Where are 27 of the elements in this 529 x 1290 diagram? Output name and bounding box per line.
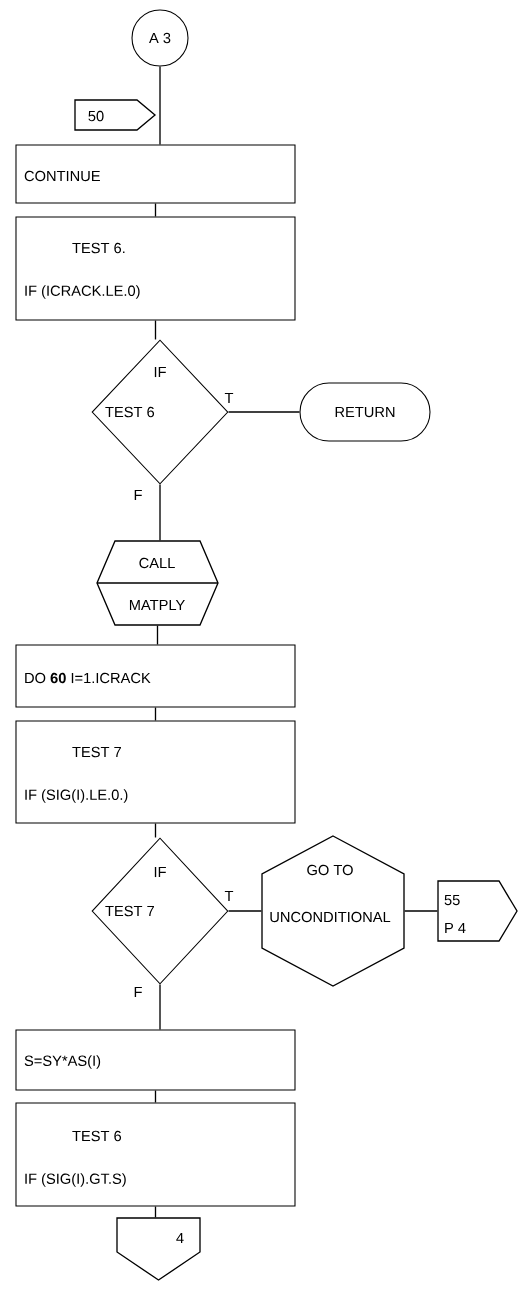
connector-line xyxy=(156,625,159,646)
edge-label: F xyxy=(132,985,144,999)
connector-line xyxy=(159,483,161,541)
connector-line xyxy=(159,983,161,1031)
connector-line xyxy=(154,1089,157,1104)
test-box: TEST 7 IF (SIG(I).LE.0.) xyxy=(15,720,296,824)
goto-hexagon: GO TO UNCONDITIONAL xyxy=(261,835,405,987)
connector-line xyxy=(154,202,157,218)
off-page-connector: 55 P 4 xyxy=(437,880,518,942)
loop-box: DO 60 I=1.ICRACK xyxy=(15,644,296,708)
connector-line xyxy=(227,910,262,912)
connector-line xyxy=(154,319,157,341)
test-box: TEST 6 IF (SIG(I).GT.S) xyxy=(15,1102,296,1207)
connector-line xyxy=(154,1205,157,1218)
connector-line xyxy=(154,706,157,722)
off-page-connector: 4 xyxy=(116,1217,201,1281)
call-hexagon: CALL MATPLY xyxy=(96,540,219,626)
test-box: TEST 6. IF (ICRACK.LE.0) xyxy=(15,216,296,321)
connector-line xyxy=(159,65,161,146)
connector-line xyxy=(404,910,438,912)
terminal-box: RETURN xyxy=(299,382,431,442)
process-box: CONTINUE xyxy=(15,144,296,204)
connector-line xyxy=(227,411,301,413)
edge-label: F xyxy=(132,488,144,502)
process-box: S=SY*AS(I) xyxy=(15,1029,296,1091)
connector-line xyxy=(154,822,157,839)
entry-point-tag: 50 xyxy=(74,99,157,131)
